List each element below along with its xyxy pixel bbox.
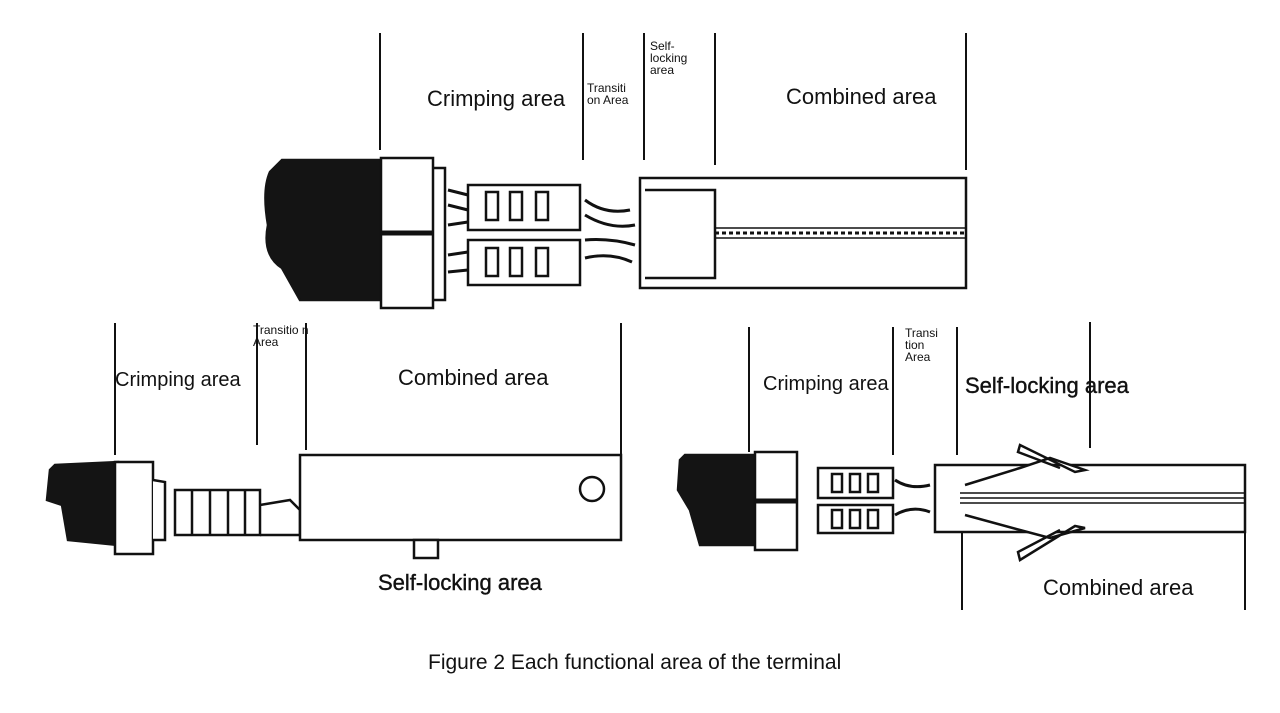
br-lance-top [964, 443, 1090, 487]
bl-transition-area-label: Transitio n Area [253, 323, 309, 349]
br-conductor-crimp [816, 466, 931, 535]
top-crimping-area-label: Crimping area [427, 86, 566, 111]
bl-locking-tab [412, 538, 440, 560]
bottom-left-terminal-drawing [45, 323, 623, 560]
bl-contact-body [298, 453, 623, 542]
bl-insulation-crimp [113, 460, 155, 556]
br-combined-area-label: Combined area [1043, 575, 1194, 600]
bl-crimping-area-label: Crimping area [115, 369, 241, 391]
top-self-locking-area-label: Self- locking area [650, 39, 688, 77]
bl-combined-area-label: Combined area [398, 365, 549, 390]
bl-conductor-crimp [173, 488, 302, 537]
bl-insulation [45, 460, 120, 547]
br-transition-area-label: Transi tion Area [905, 326, 938, 364]
figure-caption: Figure 2 Each functional area of the ter… [428, 651, 842, 674]
top-transition-area-label: Transiti on Area [587, 81, 629, 107]
top-insulation [264, 158, 384, 302]
top-terminal-drawing [264, 33, 968, 310]
top-transition-strands [584, 198, 636, 264]
br-self-locking-area-label: Self-locking area [965, 373, 1129, 398]
br-lance-bottom [964, 513, 1086, 562]
bl-latch-hole [578, 475, 606, 503]
br-insulation [676, 453, 757, 547]
br-crimping-area-label: Crimping area [763, 373, 889, 395]
bottom-right-terminal-drawing [676, 322, 1247, 610]
bl-self-locking-area-label: Self-locking area [378, 570, 542, 595]
top-conductor-crimp [447, 183, 582, 287]
top-combined-area-label: Combined area [786, 84, 937, 109]
